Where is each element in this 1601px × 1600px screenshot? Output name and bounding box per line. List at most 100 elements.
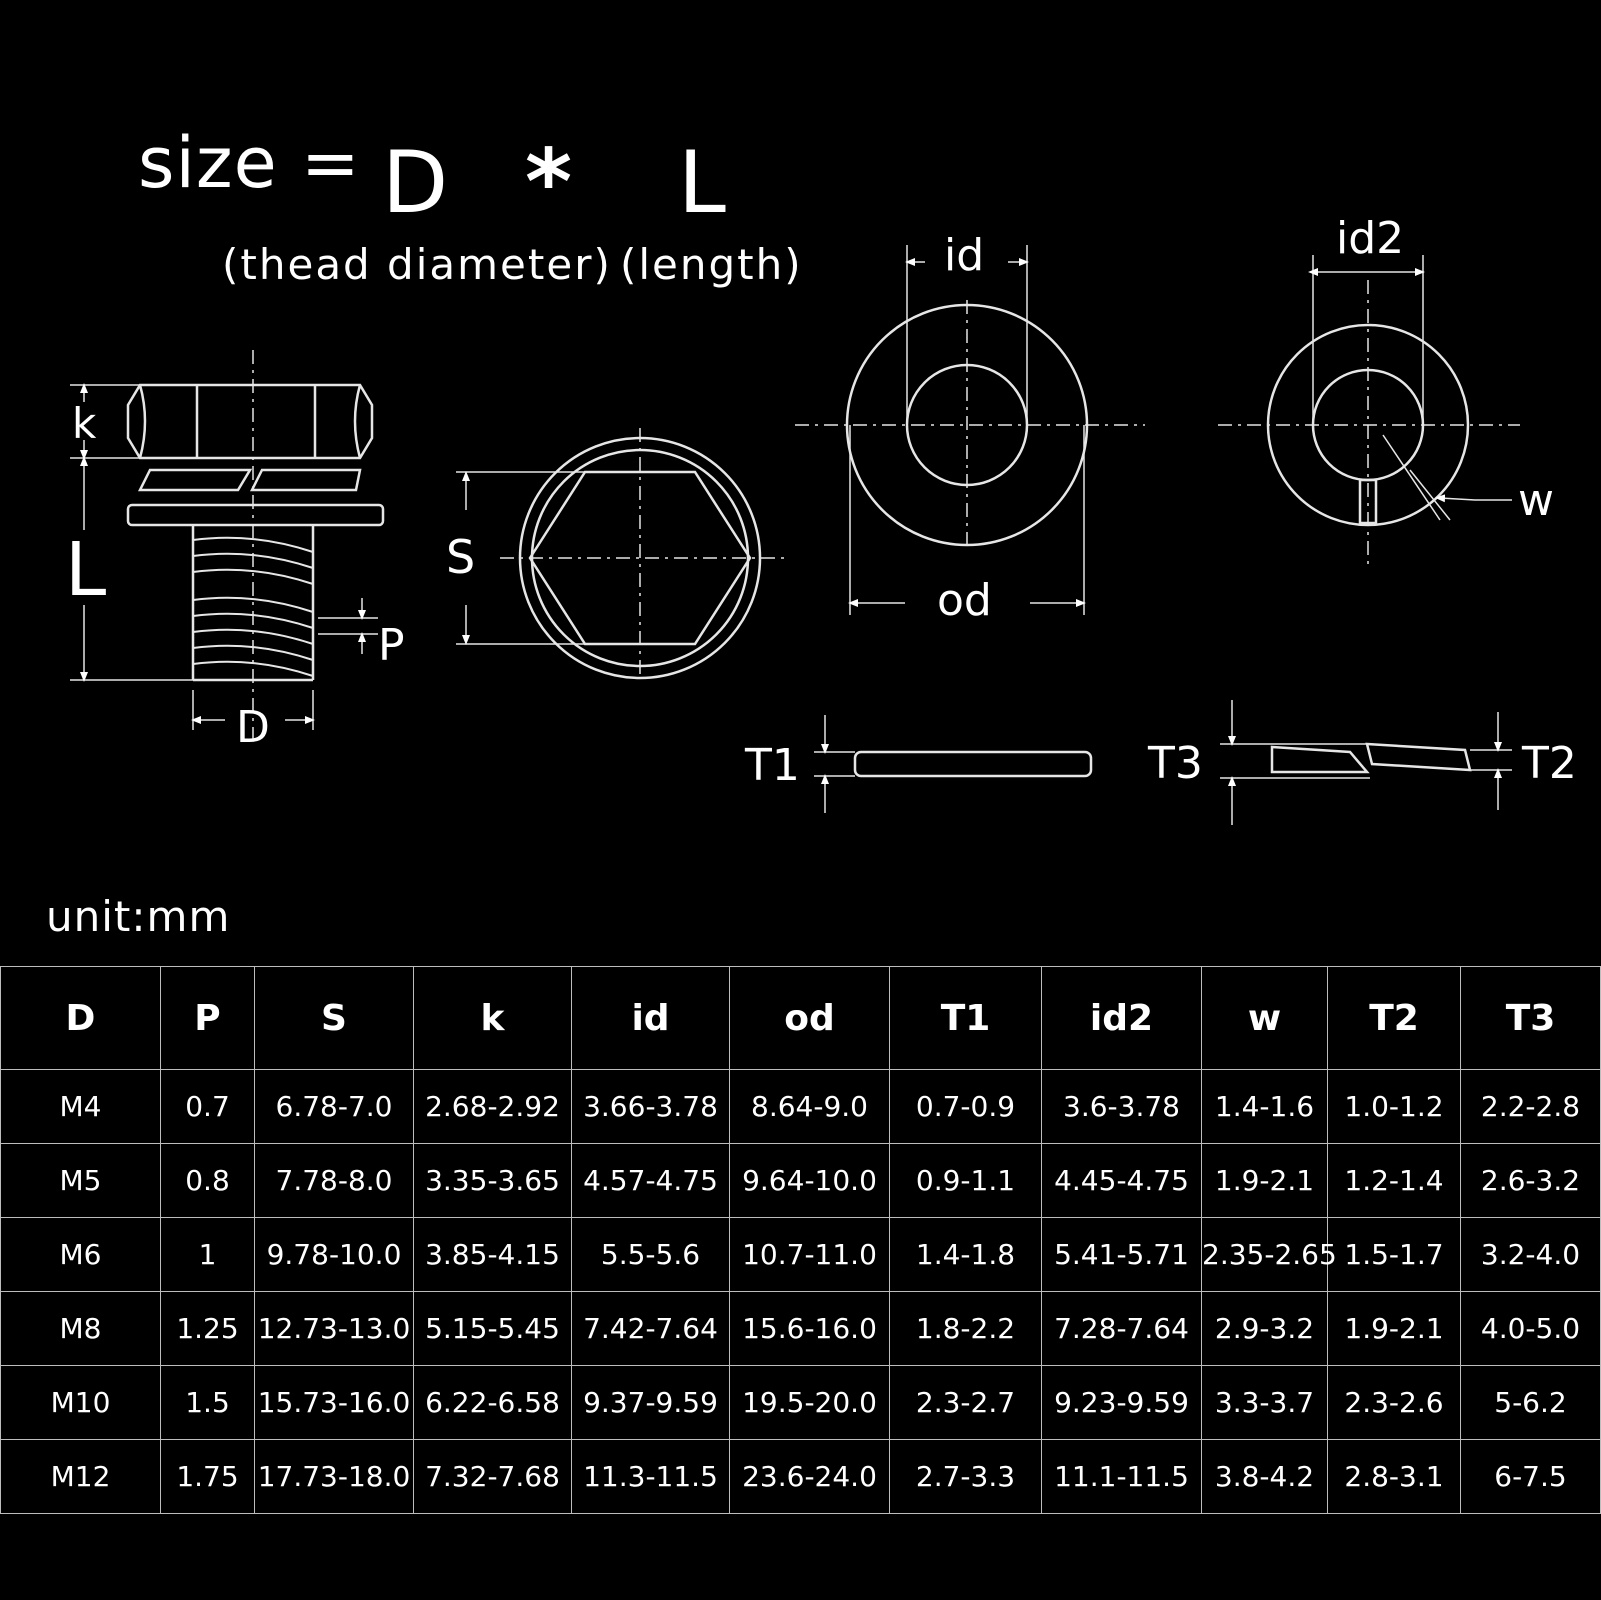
table-cell: 1 bbox=[160, 1217, 255, 1292]
header-cell: D bbox=[0, 966, 161, 1070]
diameter-description: (thead diameter) bbox=[222, 240, 612, 289]
table-cell: 1.8-2.2 bbox=[889, 1291, 1042, 1366]
table-cell: 3.2-4.0 bbox=[1460, 1217, 1601, 1292]
table-cell: 11.3-11.5 bbox=[571, 1439, 730, 1514]
diameter-symbol: D bbox=[382, 133, 449, 233]
table-cell: 6-7.5 bbox=[1460, 1439, 1601, 1514]
length-description: (length) bbox=[620, 240, 803, 289]
table-cell: M5 bbox=[0, 1143, 161, 1218]
flat-washer-side-view bbox=[814, 715, 1093, 813]
spring-washer-top-view bbox=[1218, 255, 1520, 565]
spring-washer-side-view bbox=[1220, 700, 1512, 825]
table-cell: 2.3-2.6 bbox=[1327, 1365, 1461, 1440]
size-formula: size = D * L (thead diameter) (length) bbox=[0, 0, 1600, 300]
label-T2: T2 bbox=[1521, 738, 1577, 789]
flat-washer-top-view bbox=[795, 245, 1145, 615]
table-cell: 17.73-18.0 bbox=[254, 1439, 414, 1514]
table-header-row: D P S k id od T1 id2 w T2 T3 bbox=[0, 966, 1601, 1070]
table-cell: 3.6-3.78 bbox=[1041, 1069, 1202, 1144]
table-cell: 5.15-5.45 bbox=[413, 1291, 572, 1366]
header-cell: T2 bbox=[1327, 966, 1461, 1070]
table-cell: 1.9-2.1 bbox=[1201, 1143, 1328, 1218]
table-cell: 7.42-7.64 bbox=[571, 1291, 730, 1366]
table-cell: 2.9-3.2 bbox=[1201, 1291, 1328, 1366]
label-D: D bbox=[236, 702, 270, 753]
table-cell: 3.85-4.15 bbox=[413, 1217, 572, 1292]
bolt-side-view bbox=[70, 350, 385, 740]
table-cell: M8 bbox=[0, 1291, 161, 1366]
table-cell: 1.0-1.2 bbox=[1327, 1069, 1461, 1144]
table-cell: 1.75 bbox=[160, 1439, 255, 1514]
table-cell: 1.25 bbox=[160, 1291, 255, 1366]
unit-label: unit:mm bbox=[46, 892, 231, 941]
table-cell: M6 bbox=[0, 1217, 161, 1292]
table-cell: 15.73-16.0 bbox=[254, 1365, 414, 1440]
table-cell: 2.6-3.2 bbox=[1460, 1143, 1601, 1218]
table-cell: 1.4-1.6 bbox=[1201, 1069, 1328, 1144]
table-cell: 4.57-4.75 bbox=[571, 1143, 730, 1218]
table-cell: 3.3-3.7 bbox=[1201, 1365, 1328, 1440]
table-cell: 1.5 bbox=[160, 1365, 255, 1440]
header-cell: k bbox=[413, 966, 572, 1070]
header-cell: od bbox=[729, 966, 890, 1070]
table-cell: 0.7 bbox=[160, 1069, 255, 1144]
table-cell: 9.78-10.0 bbox=[254, 1217, 414, 1292]
table-cell: 2.2-2.8 bbox=[1460, 1069, 1601, 1144]
table-cell: 5-6.2 bbox=[1460, 1365, 1601, 1440]
table-cell: 15.6-16.0 bbox=[729, 1291, 890, 1366]
multiply-symbol: * bbox=[525, 130, 573, 235]
header-cell: P bbox=[160, 966, 255, 1070]
table-cell: 2.8-3.1 bbox=[1327, 1439, 1461, 1514]
table-cell: 4.45-4.75 bbox=[1041, 1143, 1202, 1218]
table-cell: 5.5-5.6 bbox=[571, 1217, 730, 1292]
table-cell: 0.8 bbox=[160, 1143, 255, 1218]
table-cell: 1.4-1.8 bbox=[889, 1217, 1042, 1292]
table-cell: 5.41-5.71 bbox=[1041, 1217, 1202, 1292]
table-cell: 7.28-7.64 bbox=[1041, 1291, 1202, 1366]
table-cell: 9.23-9.59 bbox=[1041, 1365, 1202, 1440]
label-id2: id2 bbox=[1336, 213, 1404, 264]
table-cell: 6.78-7.0 bbox=[254, 1069, 414, 1144]
table-cell: 2.35-2.65 bbox=[1201, 1217, 1337, 1292]
label-L: L bbox=[65, 527, 106, 613]
table-cell: M12 bbox=[0, 1439, 161, 1514]
label-T3: T3 bbox=[1147, 738, 1203, 789]
label-S: S bbox=[446, 530, 475, 584]
header-cell: id bbox=[571, 966, 730, 1070]
table-cell: 7.32-7.68 bbox=[413, 1439, 572, 1514]
header-cell: id2 bbox=[1041, 966, 1202, 1070]
size-prefix: size = bbox=[138, 122, 361, 204]
length-symbol: L bbox=[678, 133, 726, 233]
table-cell: 23.6-24.0 bbox=[729, 1439, 890, 1514]
label-od: od bbox=[937, 575, 992, 626]
table-cell: 19.5-20.0 bbox=[729, 1365, 890, 1440]
table-cell: 3.35-3.65 bbox=[413, 1143, 572, 1218]
label-k: k bbox=[72, 399, 97, 448]
header-cell: S bbox=[254, 966, 414, 1070]
table-cell: 2.7-3.3 bbox=[889, 1439, 1042, 1514]
header-cell: T3 bbox=[1460, 966, 1601, 1070]
table-cell: 9.64-10.0 bbox=[729, 1143, 890, 1218]
table-cell: M4 bbox=[0, 1069, 161, 1144]
label-T1: T1 bbox=[744, 740, 800, 791]
table-cell: 0.7-0.9 bbox=[889, 1069, 1042, 1144]
label-w: w bbox=[1518, 475, 1554, 526]
table-cell: 10.7-11.0 bbox=[729, 1217, 890, 1292]
header-cell: T1 bbox=[889, 966, 1042, 1070]
table-cell: 0.9-1.1 bbox=[889, 1143, 1042, 1218]
table-cell: 3.8-4.2 bbox=[1201, 1439, 1328, 1514]
label-id: id bbox=[944, 230, 984, 281]
table-cell: 1.5-1.7 bbox=[1327, 1217, 1461, 1292]
table-cell: 2.3-2.7 bbox=[889, 1365, 1042, 1440]
table-cell: 2.68-2.92 bbox=[413, 1069, 572, 1144]
table-cell: 1.9-2.1 bbox=[1327, 1291, 1461, 1366]
table-cell: M10 bbox=[0, 1365, 161, 1440]
